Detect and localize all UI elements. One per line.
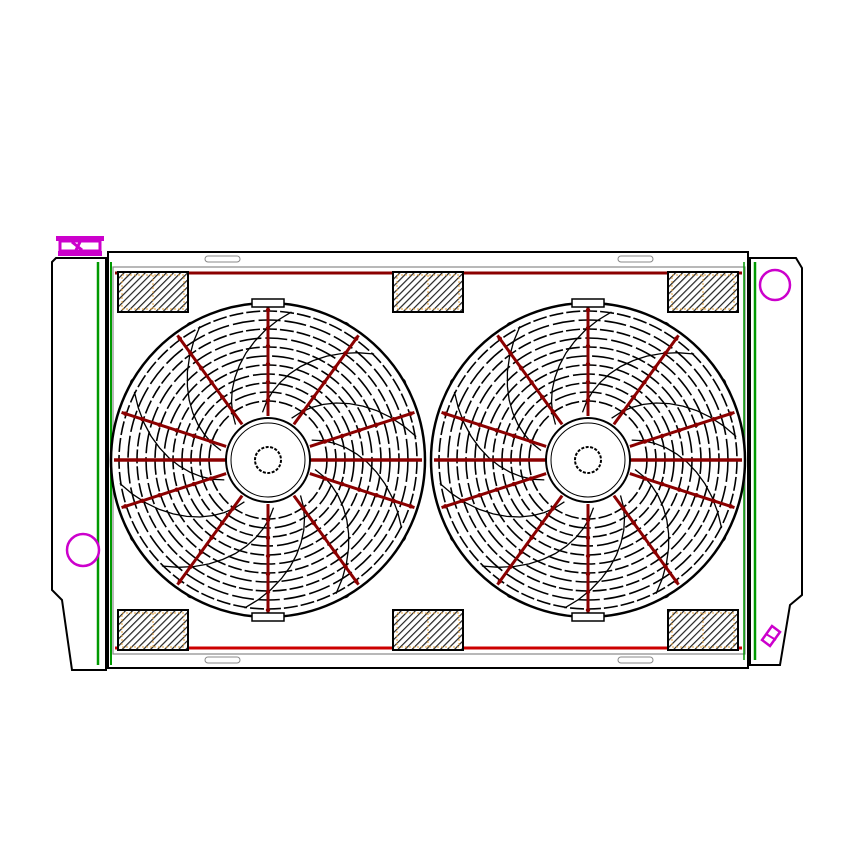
mount-pad: [117, 609, 189, 651]
fan-bracket: [251, 612, 285, 622]
fan-spoke: [309, 410, 415, 448]
fan-spoke: [121, 472, 227, 510]
fan-spoke: [309, 472, 415, 510]
fan-spoke: [441, 472, 547, 510]
fan-spoke: [176, 494, 244, 586]
fan-spoke: [441, 410, 547, 448]
fan-motor-shaft: [574, 446, 602, 474]
right-tank: [749, 257, 803, 666]
fan-spoke: [121, 410, 227, 448]
mount-pads: [117, 271, 739, 651]
fan-bracket: [251, 298, 285, 308]
fan-spoke: [496, 334, 564, 426]
fan-bracket: [571, 612, 605, 622]
mount-pad: [392, 271, 464, 313]
fan-spoke: [176, 334, 244, 426]
fan: [109, 298, 427, 622]
fan-spoke: [629, 410, 735, 448]
fans: [109, 298, 747, 622]
fan-motor-shaft: [254, 446, 282, 474]
fan-bracket: [571, 298, 605, 308]
lower-inlet-fitting-icon: [65, 532, 101, 568]
mount-pad: [392, 609, 464, 651]
mount-pad: [667, 271, 739, 313]
mount-pad: [667, 609, 739, 651]
fan-spoke: [629, 472, 735, 510]
mount-pad: [117, 271, 189, 313]
fan-spoke: [496, 494, 564, 586]
fan-spoke: [612, 334, 680, 426]
filler-cap-icon: [56, 236, 104, 256]
fan: [429, 298, 747, 622]
fan-spoke: [292, 494, 360, 586]
fan-spoke: [292, 334, 360, 426]
drain-petcock-icon: [760, 624, 782, 648]
fan-spoke: [612, 494, 680, 586]
upper-outlet-fitting-icon: [758, 268, 792, 302]
left-tank: [51, 257, 107, 671]
